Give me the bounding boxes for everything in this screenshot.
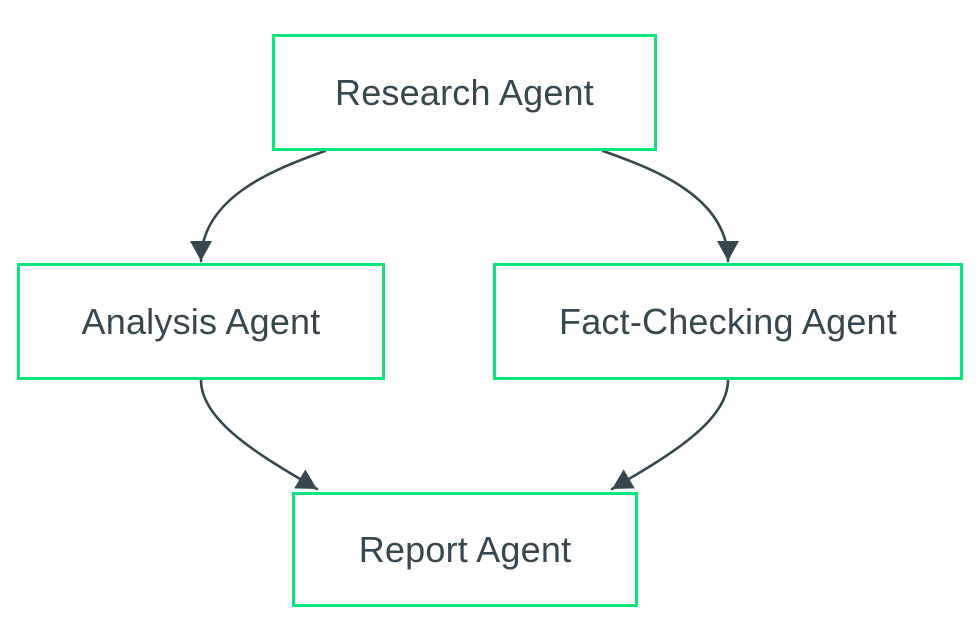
node-label: Report Agent [358, 528, 572, 570]
edge-research-to-analysis [190, 149, 327, 263]
node-report-agent: Report Agent [292, 492, 638, 607]
node-analysis-agent: Analysis Agent [17, 263, 385, 380]
node-research-agent: Research Agent [272, 34, 657, 151]
node-label: Analysis Agent [81, 300, 321, 342]
node-label: Research Agent [335, 71, 594, 113]
node-label: Fact-Checking Agent [559, 300, 897, 342]
edge-factcheck-to-report [610, 378, 730, 491]
edge-analysis-to-report [199, 378, 319, 491]
node-fact-checking-agent: Fact-Checking Agent [493, 263, 963, 380]
edge-research-to-factcheck [601, 149, 739, 263]
